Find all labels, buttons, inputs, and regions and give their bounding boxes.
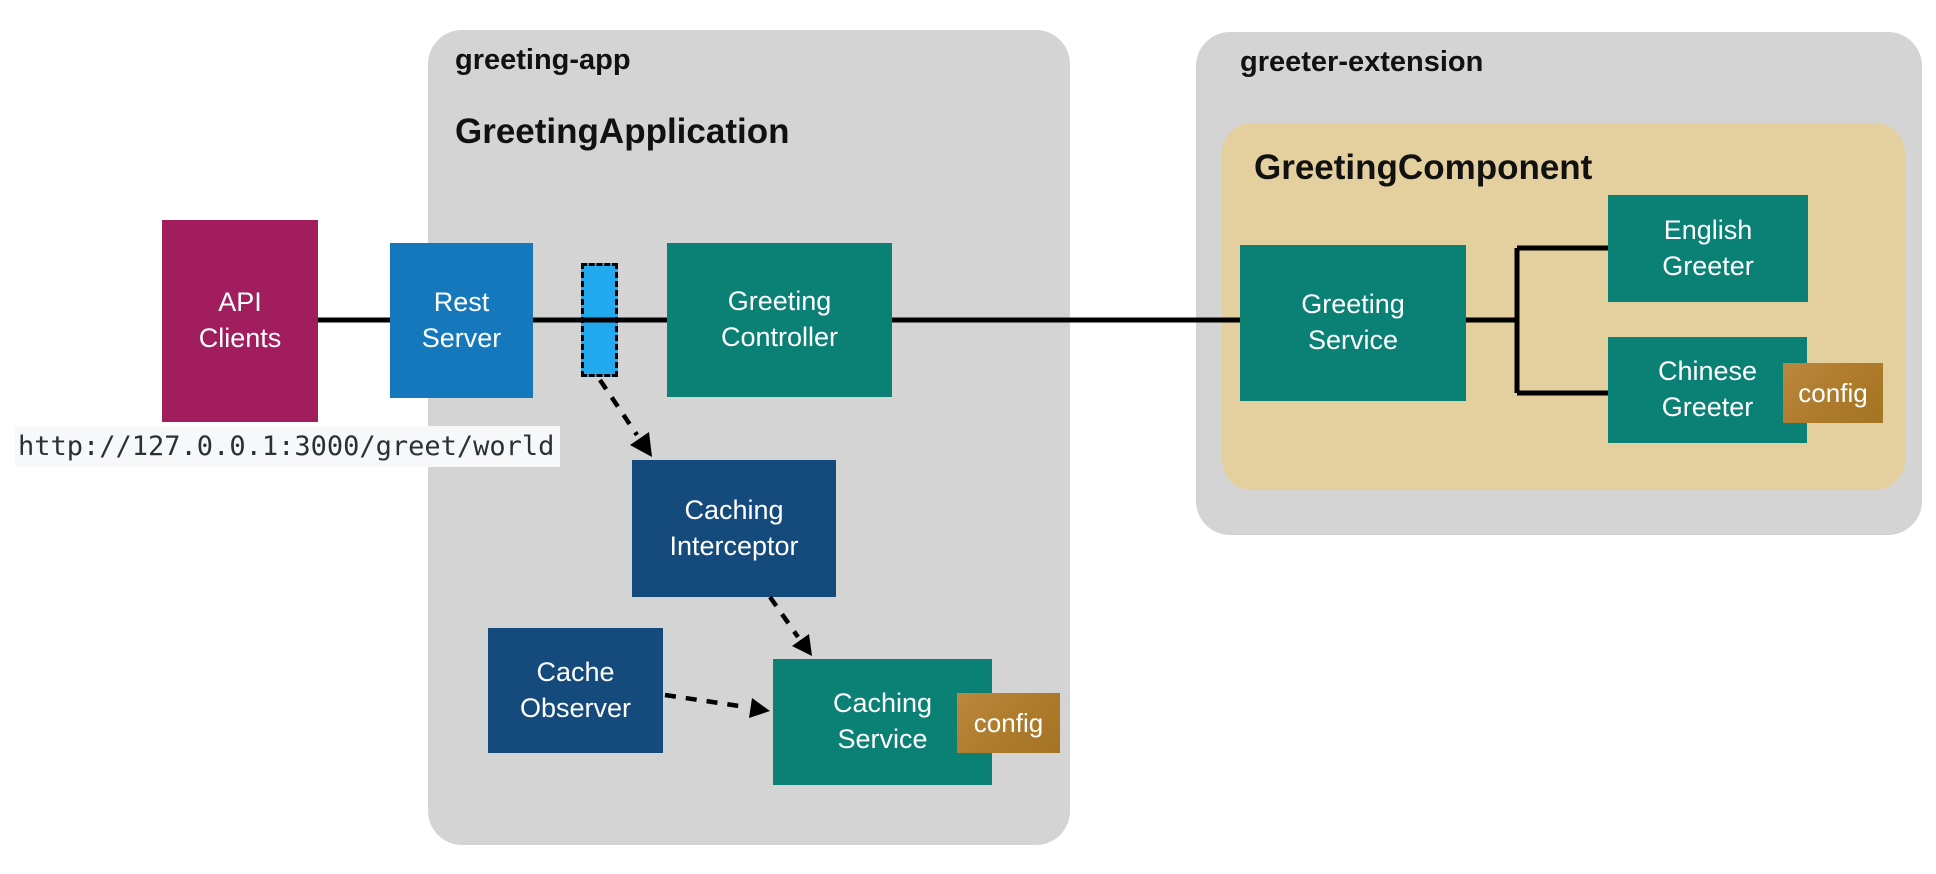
greeting-application-title: GreetingApplication <box>455 112 790 151</box>
greeter-extension-label: greeter-extension <box>1240 46 1484 78</box>
api-clients-label: API Clients <box>198 287 282 353</box>
greeting-service-node: Greeting Service <box>1240 245 1466 401</box>
rest-server-node: Rest Server <box>390 243 533 398</box>
config-badge-label: config <box>1798 377 1868 408</box>
caching-service-config-badge: config <box>957 693 1060 753</box>
chinese-greeter-config-badge: config <box>1783 363 1883 423</box>
greeting-app-label: greeting-app <box>455 44 631 76</box>
rest-server-label: Rest Server <box>421 286 502 353</box>
request-url-caption: http://127.0.0.1:3000/greet/world <box>15 426 560 467</box>
caching-interceptor-node: Caching Interceptor <box>632 460 836 597</box>
greeting-controller-node: Greeting Controller <box>667 243 892 397</box>
api-clients-node: API Clients <box>162 220 318 422</box>
greeting-controller-label: Greeting Controller <box>720 286 839 352</box>
request-marker <box>581 263 618 377</box>
caching-service-label: Caching Service <box>832 688 933 754</box>
chinese-greeter-label: Chinese Greeter <box>1657 356 1758 422</box>
caching-service-node: Caching Service config <box>773 659 1060 785</box>
english-greeter-label: English Greeter <box>1662 214 1754 281</box>
greeting-service-label: Greeting Service <box>1301 289 1405 355</box>
english-greeter-node: English Greeter <box>1608 195 1808 302</box>
greeting-component-title: GreetingComponent <box>1254 148 1593 187</box>
caching-interceptor-label: Caching Interceptor <box>669 494 799 561</box>
cache-observer-label: Cache Observer <box>519 656 632 723</box>
cache-observer-node: Cache Observer <box>488 628 663 753</box>
config-badge-label: config <box>973 707 1044 738</box>
chinese-greeter-node: Chinese Greeter config <box>1608 337 1883 443</box>
